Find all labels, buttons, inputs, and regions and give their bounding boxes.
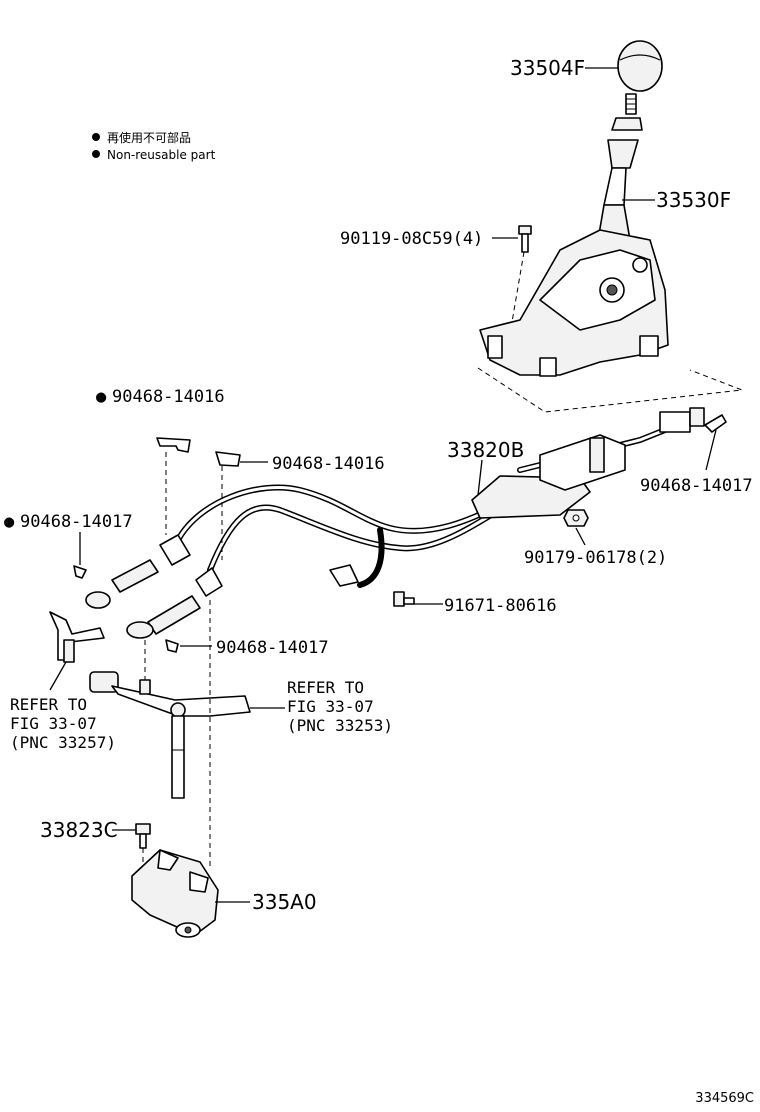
legend-bullet-icon	[92, 133, 100, 141]
label-cable-assy: 33820B	[447, 438, 524, 462]
ref-right-line1: REFER TO	[287, 678, 364, 697]
clip-top-mid-part	[215, 451, 241, 467]
selector-shaft-part	[89, 671, 251, 799]
shift-lever-part	[597, 117, 643, 241]
label-bracket: 335A0	[252, 890, 317, 914]
clip-right-leader	[705, 429, 717, 471]
mark-clip-top-left: ●	[96, 387, 107, 407]
cable-tab-part	[329, 564, 359, 587]
cable-end-lower-part	[126, 567, 223, 639]
legend-japanese: 再使用不可部品	[107, 130, 191, 145]
label-clip-top-mid: 90468-14016	[272, 454, 385, 474]
legend-bullet-icon	[92, 150, 100, 158]
clip-left-part	[73, 565, 87, 579]
ref-left-line2: FIG 33-07	[10, 714, 97, 733]
label-clip-lower: 90468-14017	[216, 638, 329, 658]
legend: 再使用不可部品 Non-reusable part	[92, 130, 216, 162]
clip-lower-part	[165, 639, 179, 653]
shift-cables	[175, 417, 693, 588]
label-clip-top-left: 90468-14016	[112, 387, 225, 407]
shift-housing-part	[479, 229, 669, 377]
label-clip-left: 90468-14017	[20, 512, 133, 532]
ref-left-line3: (PNC 33257)	[10, 733, 116, 752]
bolt-lower-part	[135, 823, 151, 849]
legend-english: Non-reusable part	[107, 148, 216, 162]
mark-clip-left: ●	[4, 512, 15, 532]
clip-right-part	[704, 414, 727, 433]
clip-top-left-part	[156, 437, 191, 453]
ref-left-line1: REFER TO	[10, 695, 87, 714]
label-knob: 33504F	[510, 56, 585, 80]
nut-2-leader	[575, 527, 586, 546]
figure-id: 334569C	[695, 1091, 754, 1106]
housing-mount-dash	[477, 367, 743, 413]
label-bolt-lower: 33823C	[40, 818, 118, 842]
bolt-4-dash	[511, 251, 525, 323]
cable-assy-leader	[477, 459, 483, 496]
ref-right-line3: (PNC 33253)	[287, 716, 393, 735]
cable-bracket-part	[471, 407, 705, 519]
label-lever: 33530F	[656, 188, 731, 212]
label-bolt-4: 90119-08C59(4)	[340, 229, 483, 249]
bolt-4-part	[518, 225, 532, 253]
label-clip-right: 90468-14017	[640, 476, 753, 496]
mount-bracket-part	[131, 849, 219, 938]
ref-right-line2: FIG 33-07	[287, 697, 374, 716]
bolt-mid-part	[393, 591, 415, 607]
shift-knob-part	[617, 40, 663, 115]
left-linkage-part	[49, 611, 105, 663]
label-bolt-mid: 91671-80616	[444, 596, 557, 616]
label-nut-2: 90179-06178(2)	[524, 548, 667, 568]
cable-end-upper-part	[85, 534, 191, 609]
ref-left-leader	[49, 661, 67, 691]
nut-2-part	[563, 509, 589, 527]
